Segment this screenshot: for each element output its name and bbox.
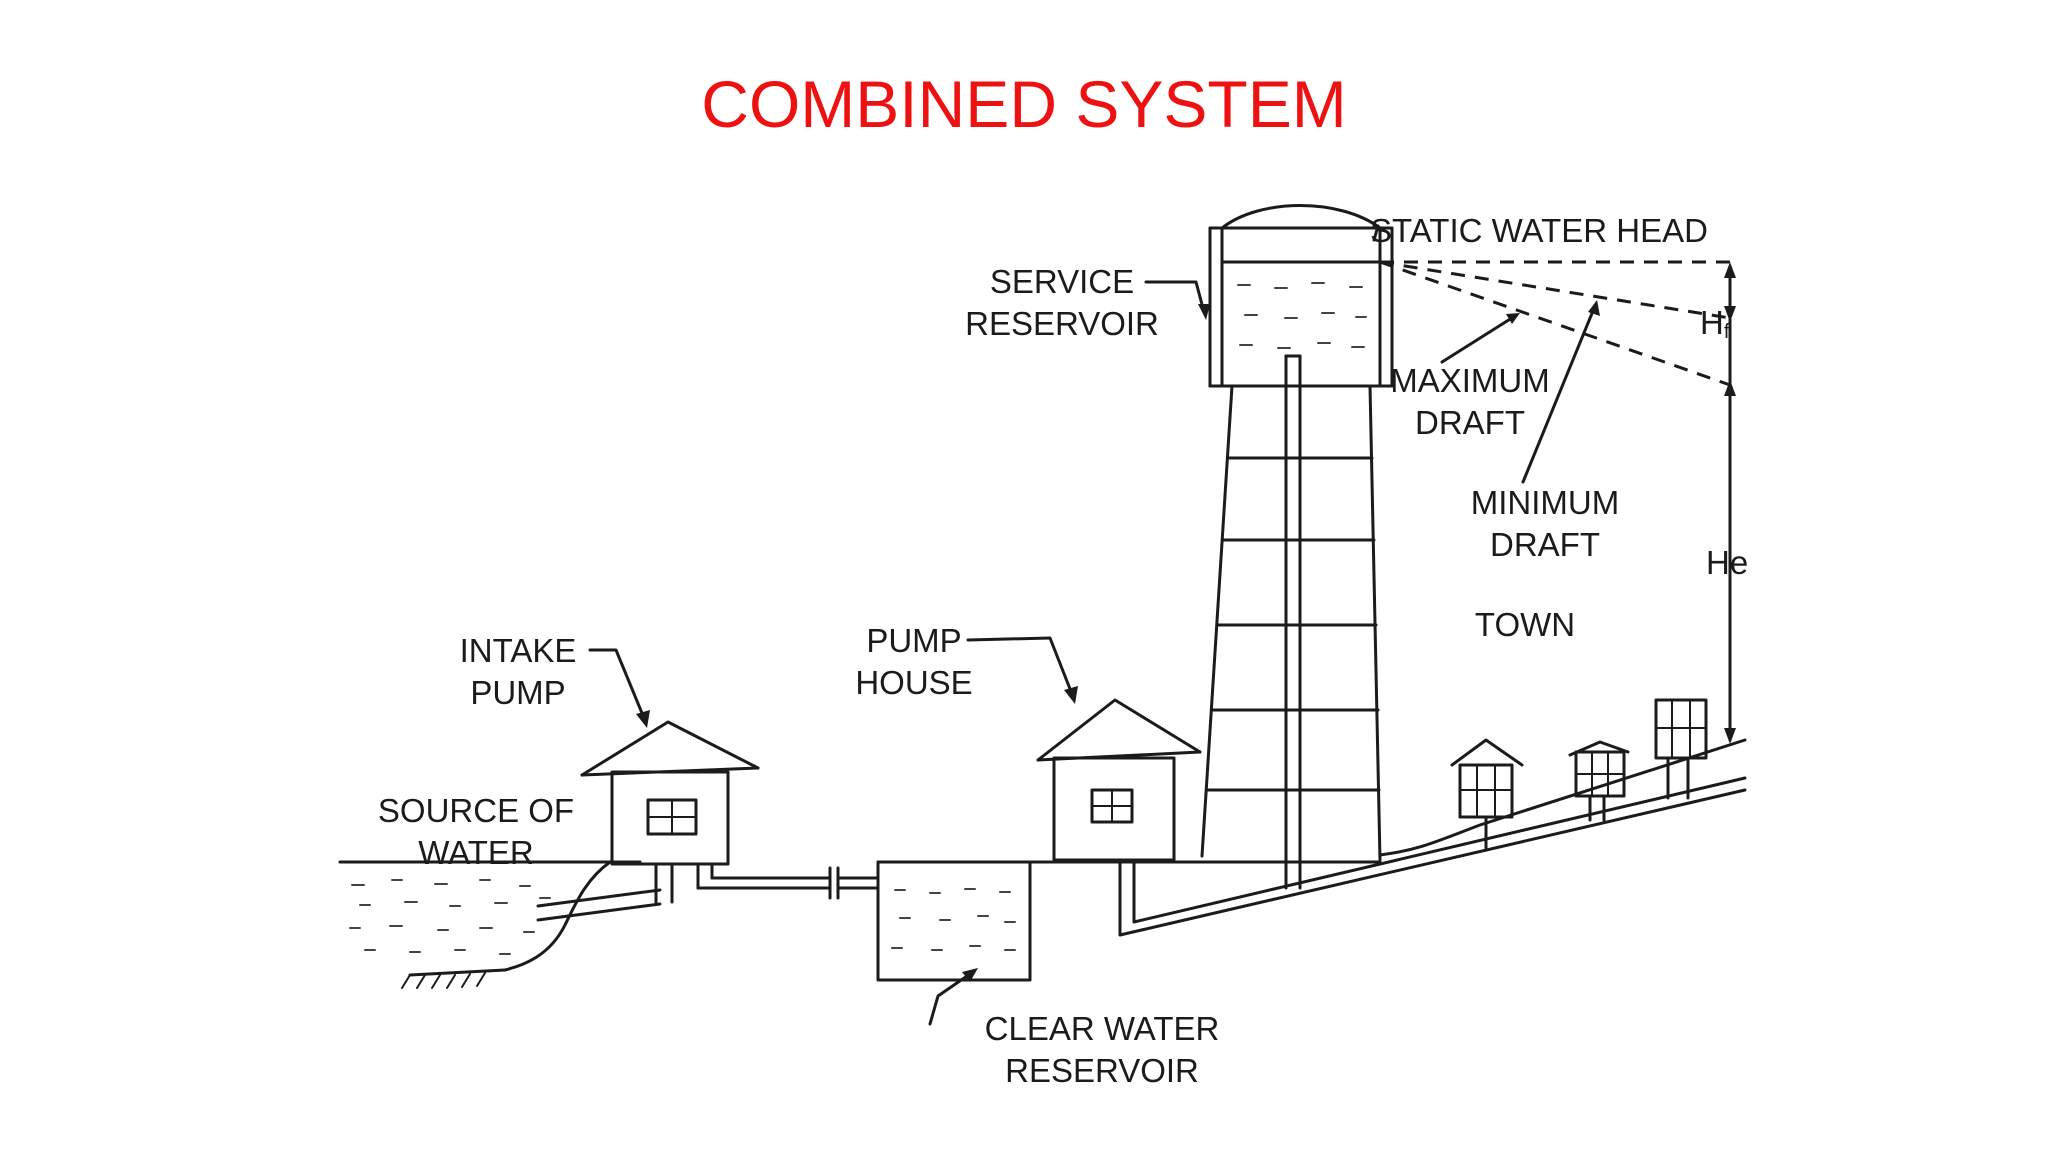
label-pump-house-line1: PUMP: [866, 622, 961, 659]
label-service-reservoir-line1: SERVICE: [990, 263, 1134, 300]
label-maximum-draft-line2: DRAFT: [1415, 404, 1525, 441]
hydraulic-gradient-lines: [1379, 260, 1740, 744]
label-static-water-head: STATIC WATER HEAD: [1370, 212, 1708, 249]
label-intake-pump-line2: PUMP: [470, 674, 565, 711]
label-minimum-draft-line2: DRAFT: [1490, 526, 1600, 563]
label-hf: Hf: [1700, 304, 1730, 343]
label-hf-subscript: f: [1724, 321, 1730, 343]
service-reservoir-tower: [1200, 204, 1394, 890]
label-he: He: [1706, 544, 1748, 581]
label-town: TOWN: [1475, 606, 1575, 643]
label-clear-water-reservoir-line1: CLEAR WATER: [985, 1010, 1220, 1047]
diagram-labels: SERVICE RESERVOIR STATIC WATER HEAD Hf M…: [378, 212, 1748, 1089]
leader-arrows: [588, 224, 1600, 1026]
clear-water-reservoir: [876, 860, 1032, 982]
label-clear-water-reservoir-line2: RESERVOIR: [1005, 1052, 1199, 1089]
label-maximum-draft-line1: MAXIMUM: [1390, 362, 1550, 399]
distribution-main: [1118, 776, 1747, 937]
slide-title: COMBINED SYSTEM: [701, 67, 1347, 141]
intake-pump-house: [580, 720, 880, 906]
town-houses: [1378, 698, 1747, 857]
pump-house: [1028, 698, 1382, 864]
label-hf-main: H: [1700, 304, 1724, 341]
label-source-of-water-line1: SOURCE OF: [378, 792, 574, 829]
source-of-water: [338, 860, 662, 989]
label-minimum-draft-line1: MINIMUM: [1471, 484, 1619, 521]
label-pump-house-line2: HOUSE: [855, 664, 972, 701]
label-source-of-water-line2: WATER: [418, 834, 533, 871]
label-intake-pump-line1: INTAKE: [460, 632, 577, 669]
label-service-reservoir-line2: RESERVOIR: [965, 305, 1159, 342]
